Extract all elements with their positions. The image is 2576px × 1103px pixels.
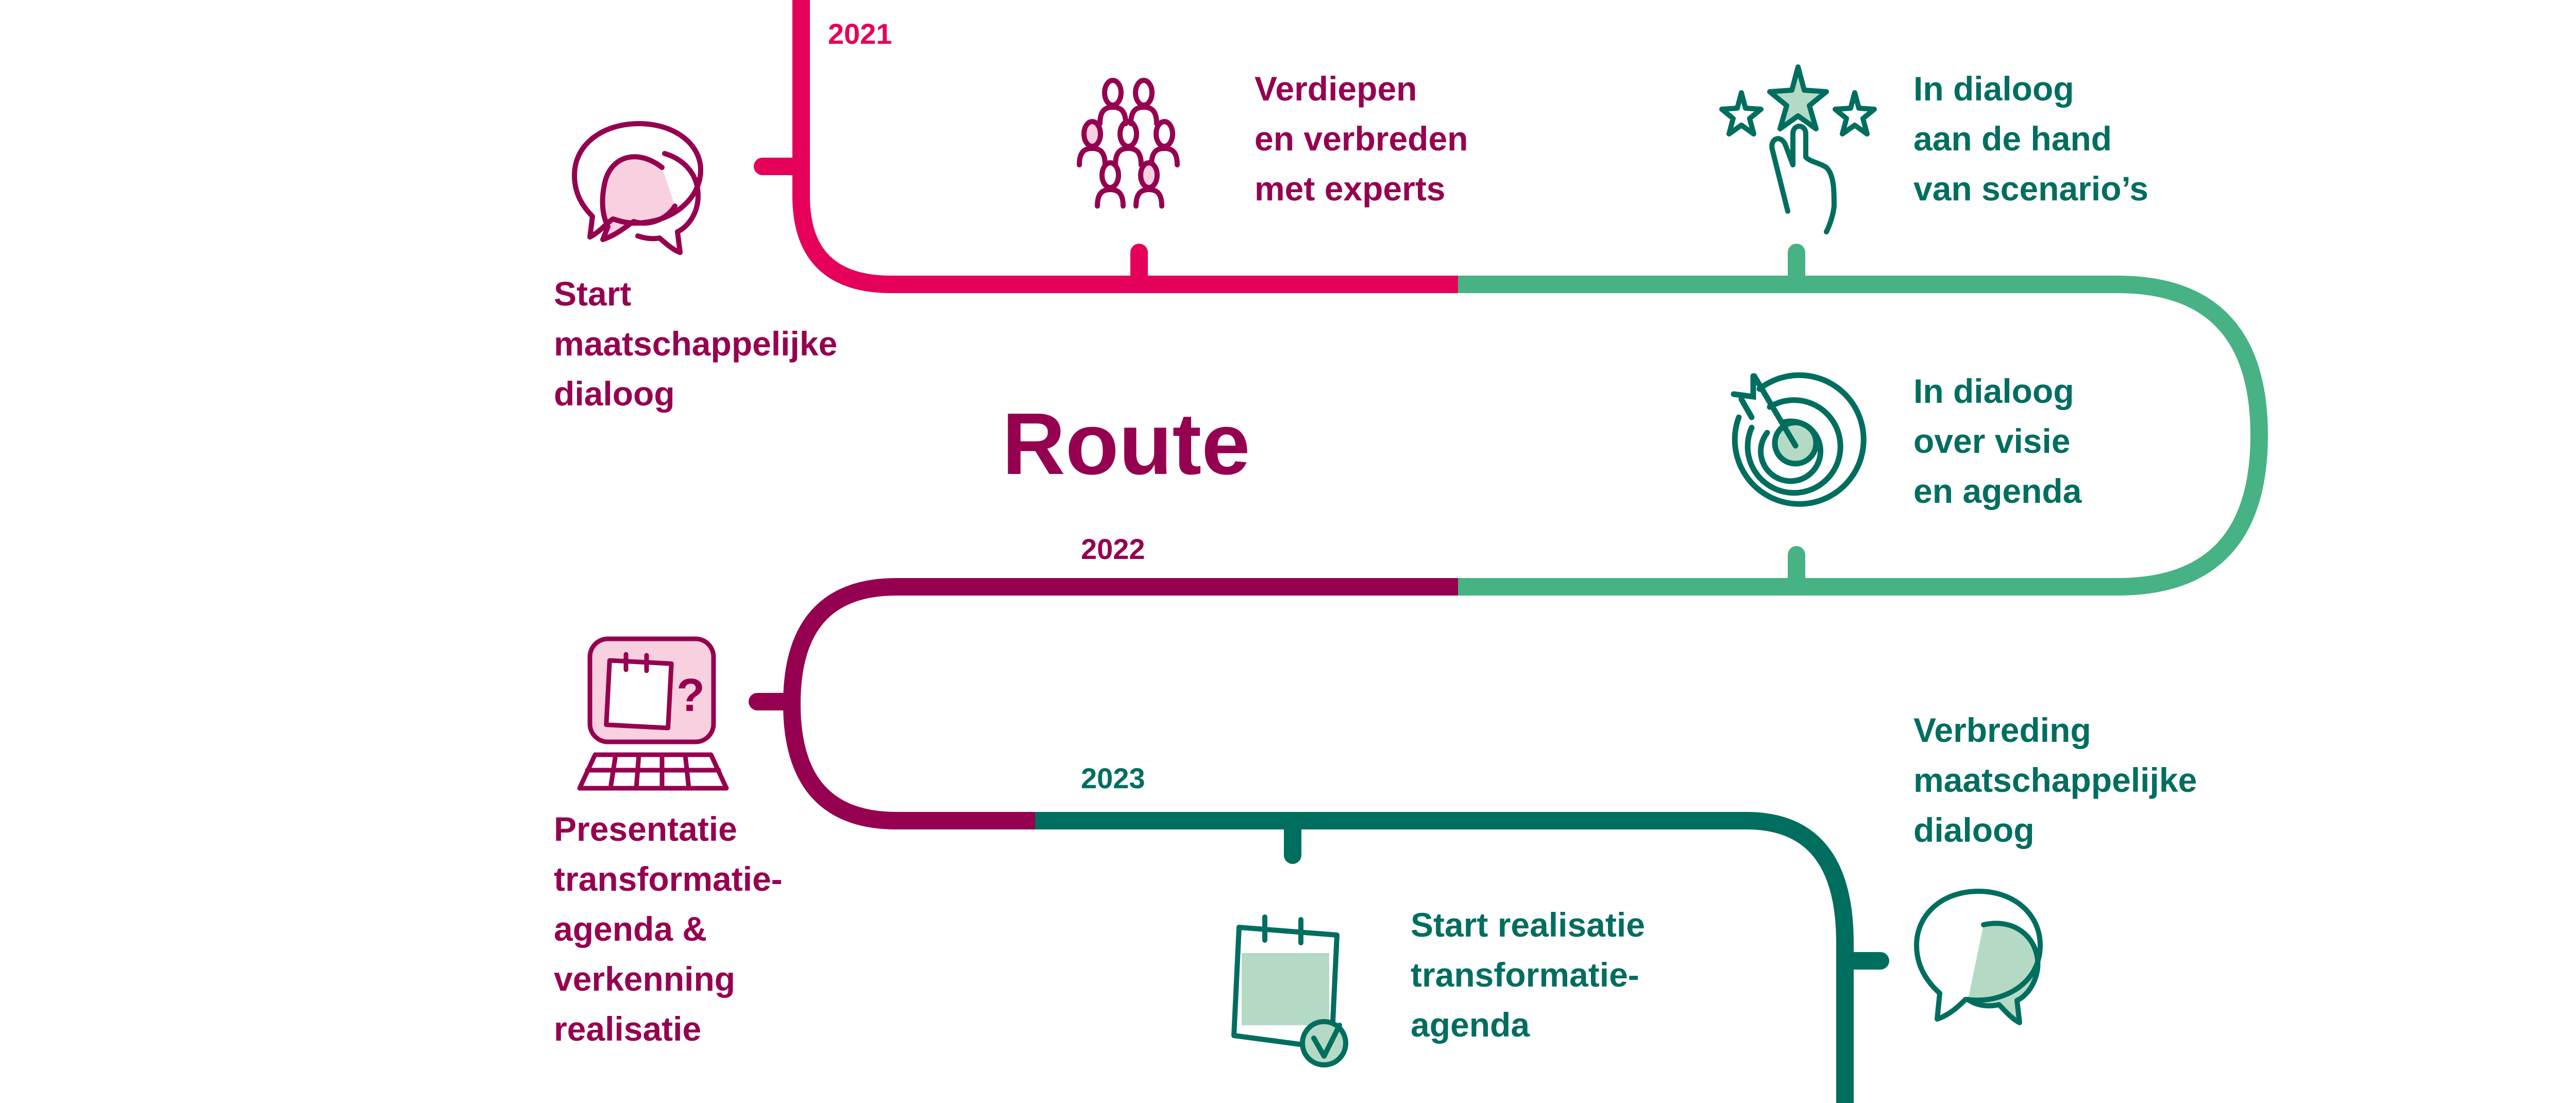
speech-bubbles-icon <box>572 121 703 255</box>
step-label-line: en agenda <box>1913 472 2082 510</box>
group-of-people-icon <box>1077 78 1180 209</box>
step-label-line: verkenning <box>554 960 735 998</box>
step-label-line: over visie <box>1913 422 2071 460</box>
step-label-line: dialoog <box>554 375 675 413</box>
step-label-line: en verbreden <box>1255 120 1468 158</box>
step-label-line: Presentatie <box>554 810 737 848</box>
hand-selecting-star-icon <box>1719 64 1877 234</box>
route-segment-2023 <box>1035 812 1854 1103</box>
year-label-2023: 2023 <box>1081 762 1145 794</box>
step-label-presentation: Presentatie transformatie- agenda & verk… <box>554 810 783 1048</box>
calendar-check-icon <box>1231 914 1348 1067</box>
target-arrow-icon <box>1731 372 1867 507</box>
step-label-line: realisatie <box>554 1010 701 1048</box>
step-label-line: agenda & <box>554 910 707 948</box>
page-title: Route <box>1002 395 1250 493</box>
computer-calendar-question-icon: ? <box>577 636 729 791</box>
step-label-line: Verbreding <box>1913 711 2091 749</box>
year-label-2021: 2021 <box>828 18 892 50</box>
step-label-line: agenda <box>1411 1006 1530 1044</box>
year-label-2022: 2022 <box>1081 533 1145 565</box>
route-segment-dialog-green <box>1458 276 2268 596</box>
step-label-start-realisation: Start realisatie transformatie- agenda <box>1411 906 1645 1044</box>
step-label-vision-agenda: In dialoog over visie en agenda <box>1913 372 2082 510</box>
step-label-scenarios: In dialoog aan de hand van scenario’s <box>1913 70 2148 208</box>
speech-bubbles-icon <box>1914 889 2043 1025</box>
step-label-line: transformatie- <box>554 860 783 898</box>
step-label-line: dialoog <box>1913 811 2035 849</box>
step-label-deepen-experts: Verdiepen en verbreden met experts <box>1255 70 1468 208</box>
route-segment-2021 <box>792 0 1458 293</box>
step-label-line: aan de hand <box>1913 120 2112 158</box>
step-label-line: maatschappelijke <box>554 325 837 363</box>
step-label-line: van scenario’s <box>1913 169 2148 208</box>
route-ticks <box>749 158 1889 970</box>
svg-text:?: ? <box>676 670 705 721</box>
step-label-line: met experts <box>1255 169 1446 208</box>
step-label-line: transformatie- <box>1411 956 1639 994</box>
step-label-line: Verdiepen <box>1255 70 1417 108</box>
step-label-line: In dialoog <box>1913 372 2074 410</box>
step-label-broaden-dialog: Verbreding maatschappelijke dialoog <box>1913 711 2197 849</box>
step-label-line: maatschappelijke <box>1913 761 2197 799</box>
step-label-start-dialog: Start maatschappelijke dialoog <box>554 275 837 413</box>
step-label-line: In dialoog <box>1913 70 2074 108</box>
step-label-line: Start realisatie <box>1411 906 1645 944</box>
step-label-line: Start <box>554 275 631 313</box>
